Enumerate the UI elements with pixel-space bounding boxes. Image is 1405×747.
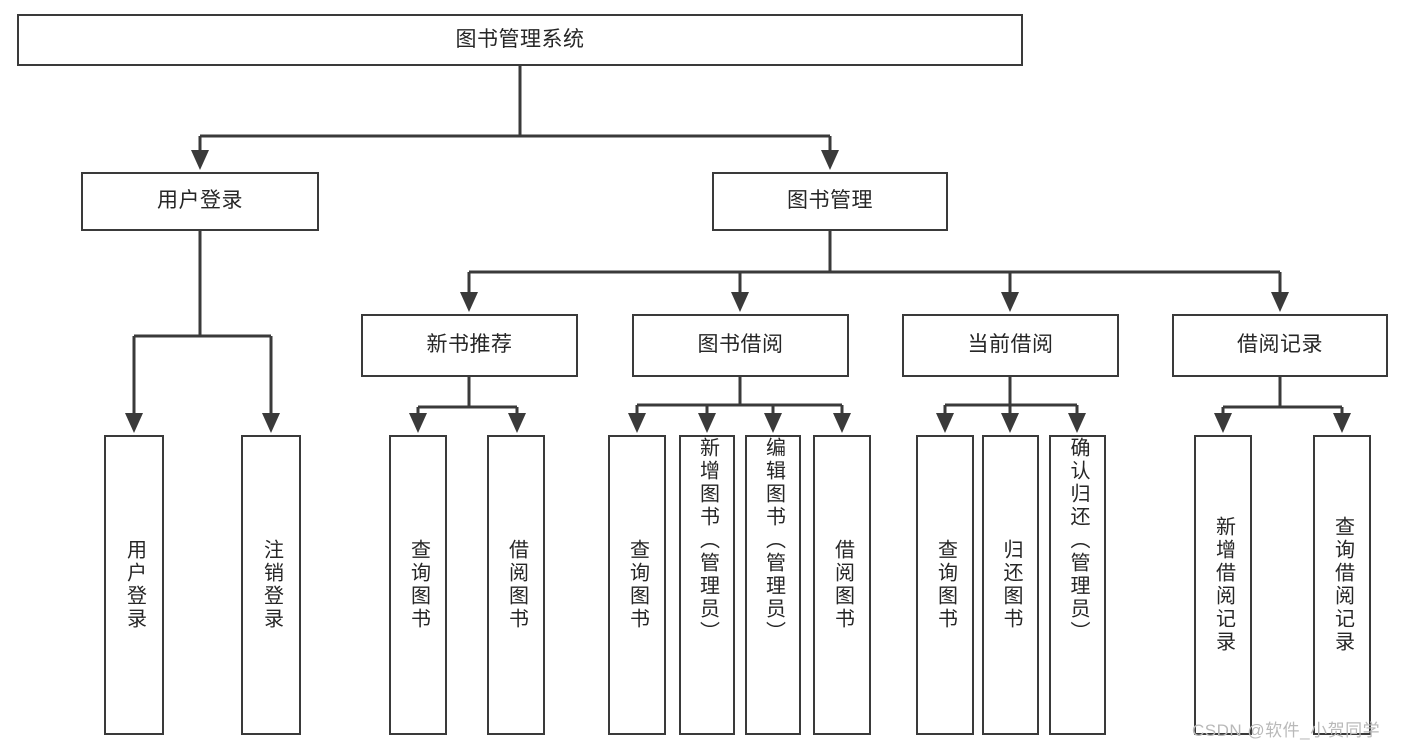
- node-leaf-edit-book[interactable]: 编辑图书（管理员）: [745, 435, 801, 735]
- node-label: 查询图书: [407, 539, 430, 631]
- node-leaf-return-book[interactable]: 归还图书: [982, 435, 1039, 735]
- arrowhead-book-manage-c1: [460, 292, 478, 312]
- node-label: 用户登录: [157, 189, 243, 213]
- node-leaf-user-login[interactable]: 用户登录: [104, 435, 164, 735]
- node-leaf-logout[interactable]: 注销登录: [241, 435, 301, 735]
- arrowhead-current-c2: [1001, 413, 1019, 433]
- node-book-borrow[interactable]: 图书借阅: [632, 314, 849, 377]
- arrowhead-newbook-c1: [409, 413, 427, 433]
- node-leaf-query-borrow-record[interactable]: 查询借阅记录: [1313, 435, 1371, 735]
- arrowhead-current-c3: [1068, 413, 1086, 433]
- node-label: 借阅图书: [831, 539, 854, 631]
- node-label: 查询图书: [626, 539, 649, 631]
- node-label: 归还图书: [1000, 539, 1022, 631]
- arrowhead-user-login-c1: [125, 413, 143, 433]
- node-label: 用户登录: [123, 539, 146, 631]
- watermark-text: CSDN @软件_小贺同学: [1192, 721, 1381, 740]
- node-current-borrow[interactable]: 当前借阅: [902, 314, 1119, 377]
- arrowhead-record-c2: [1333, 413, 1351, 433]
- node-label: 新书推荐: [426, 333, 513, 357]
- node-user-login[interactable]: 用户登录: [81, 172, 319, 231]
- node-leaf-borrow-book-new[interactable]: 借阅图书: [487, 435, 545, 735]
- node-leaf-add-borrow-record[interactable]: 新增借阅记录: [1194, 435, 1252, 735]
- node-label: 查询图书: [934, 539, 957, 631]
- node-leaf-query-book-new[interactable]: 查询图书: [389, 435, 447, 735]
- arrowhead-record-c1: [1214, 413, 1232, 433]
- arrowhead-bookborrow-c2: [698, 413, 716, 433]
- arrowhead-user-login-c2: [262, 413, 280, 433]
- node-label: 借阅记录: [1237, 333, 1323, 357]
- node-label: 新增借阅记录: [1212, 516, 1235, 654]
- node-leaf-confirm-return[interactable]: 确认归还（管理员）: [1049, 435, 1106, 735]
- node-leaf-add-book[interactable]: 新增图书（管理员）: [679, 435, 735, 735]
- node-label: 图书借阅: [697, 333, 784, 357]
- node-label: 当前借阅: [967, 333, 1054, 357]
- node-label: 注销登录: [260, 539, 283, 631]
- arrowhead-bookborrow-c3: [764, 413, 782, 433]
- node-leaf-query-book-current[interactable]: 查询图书: [916, 435, 974, 735]
- node-root[interactable]: 图书管理系统: [17, 14, 1023, 66]
- arrowhead-bookborrow-c1: [628, 413, 646, 433]
- node-borrow-record[interactable]: 借阅记录: [1172, 314, 1388, 377]
- arrowhead-current-c1: [936, 413, 954, 433]
- node-leaf-query-book-borrow[interactable]: 查询图书: [608, 435, 666, 735]
- node-leaf-borrow-book[interactable]: 借阅图书: [813, 435, 871, 735]
- arrowhead-book-manage-c4: [1271, 292, 1289, 312]
- node-label: 图书管理: [787, 189, 873, 213]
- node-label: 图书管理系统: [455, 27, 585, 51]
- node-label: 新增图书（管理员）: [696, 437, 719, 644]
- node-new-book-recommend[interactable]: 新书推荐: [361, 314, 578, 377]
- arrowhead-root-to-book-manage: [821, 150, 839, 170]
- node-book-manage[interactable]: 图书管理: [712, 172, 948, 231]
- arrowhead-newbook-c2: [508, 413, 526, 433]
- node-label: 查询借阅记录: [1331, 516, 1354, 654]
- arrowhead-bookborrow-c4: [833, 413, 851, 433]
- node-label: 编辑图书（管理员）: [762, 437, 785, 644]
- node-label: 借阅图书: [505, 539, 528, 631]
- node-label: 确认归还（管理员）: [1067, 437, 1089, 644]
- arrowhead-book-manage-c2: [731, 292, 749, 312]
- arrowhead-root-to-user-login: [191, 150, 209, 170]
- arrowhead-book-manage-c3: [1001, 292, 1019, 312]
